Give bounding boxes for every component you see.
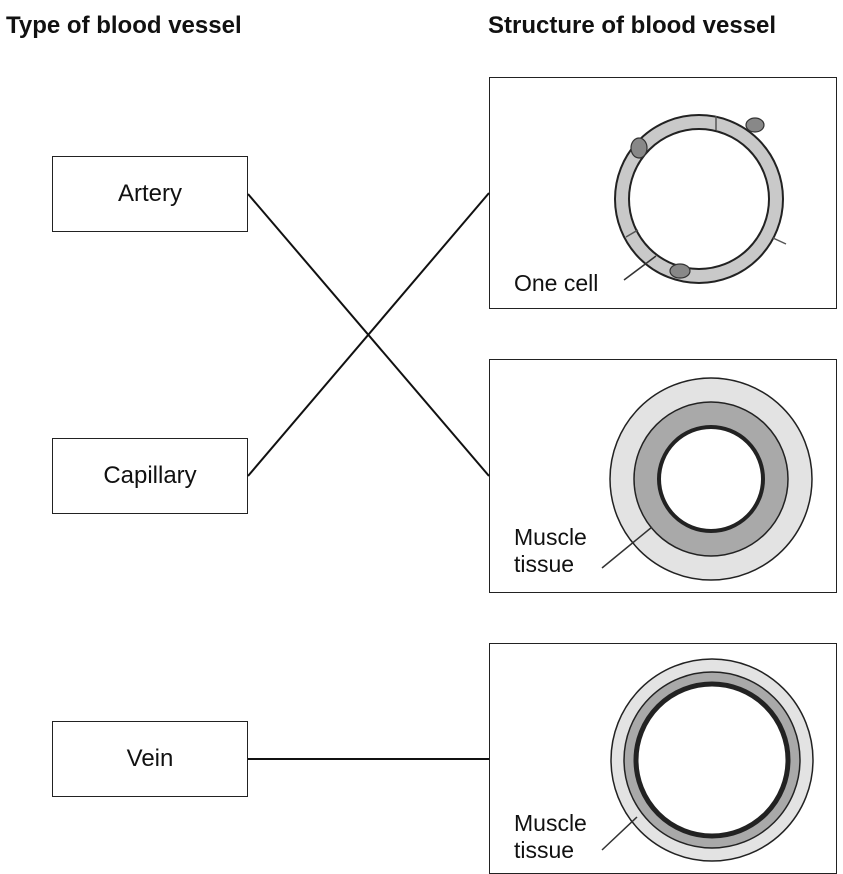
muscle-label-line1: Muscle: [514, 524, 587, 550]
cell-nucleus: [631, 138, 647, 158]
capillary-label: Capillary: [103, 462, 196, 490]
structure-box-vein[interactable]: Muscle tissue: [489, 643, 837, 874]
left-column-heading: Type of blood vessel: [6, 12, 242, 40]
muscle-label-line2: tissue: [514, 837, 574, 863]
muscle-label-line2: tissue: [514, 551, 574, 577]
structure-box-capillary[interactable]: One cell: [489, 77, 837, 309]
vein-box[interactable]: Vein: [52, 721, 248, 797]
artery-connector: [248, 194, 489, 476]
capillary-connector: [248, 193, 489, 476]
structure-box-artery[interactable]: Muscle tissue: [489, 359, 837, 593]
muscle-label-line1: Muscle: [514, 810, 587, 836]
capillary-lumen: [629, 129, 769, 269]
cell-boundary: [773, 238, 786, 244]
one-cell-label: One cell: [514, 270, 598, 296]
right-column-heading: Structure of blood vessel: [488, 12, 776, 40]
cell-nucleus: [746, 118, 764, 132]
capillary-box[interactable]: Capillary: [52, 438, 248, 514]
vein-lumen: [636, 684, 788, 836]
cell-nucleus: [670, 264, 690, 278]
muscle-tissue-pointer: [602, 817, 637, 850]
vein-label: Vein: [127, 745, 174, 773]
artery-box[interactable]: Artery: [52, 156, 248, 232]
artery-lumen: [659, 427, 763, 531]
artery-label: Artery: [118, 180, 182, 208]
